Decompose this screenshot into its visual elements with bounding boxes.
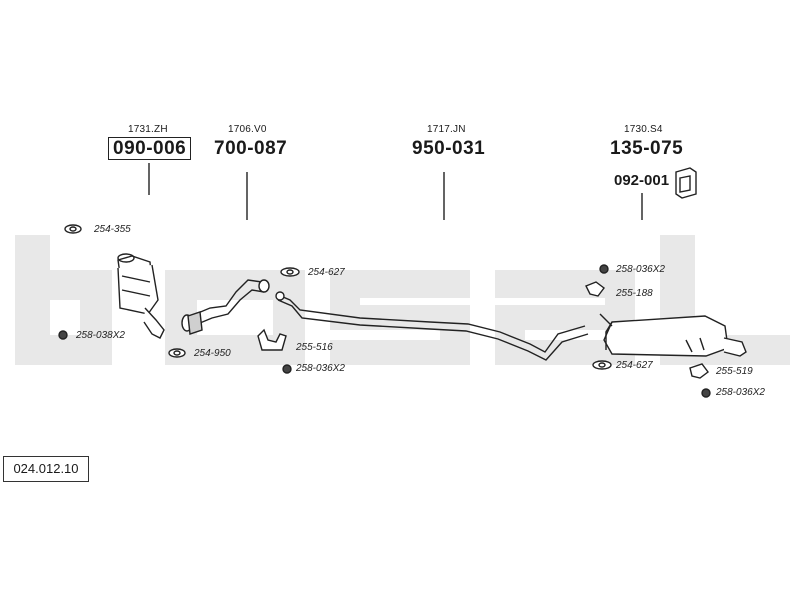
- bracket-part: [675, 167, 697, 199]
- catalytic-converter: [117, 253, 165, 339]
- ref-258-036x2-middle: 258-036X2: [296, 363, 345, 374]
- part-number-catalyst: 090-006: [108, 137, 192, 160]
- ref-254-627-front: 254-627: [308, 267, 345, 278]
- part-number-middle-pipe: 950-031: [412, 138, 486, 159]
- part-number-front-pipe: 700-087: [214, 138, 288, 159]
- nut-icon: [701, 388, 711, 398]
- ref-255-188: 255-188: [616, 288, 653, 299]
- part-number-bracket: 092-001: [614, 172, 670, 189]
- part-code-middle-pipe: 1717.JN: [427, 124, 466, 135]
- ref-254-627-rear: 254-627: [616, 360, 653, 371]
- part-code-catalyst: 1731.ZH: [128, 124, 168, 135]
- hanger-icon: [689, 363, 709, 379]
- part-number-rear-silencer: 135-075: [610, 138, 684, 159]
- nut-icon: [599, 264, 609, 274]
- ref-258-038x2: 258-038X2: [76, 330, 125, 341]
- ref-254-355: 254-355: [94, 224, 131, 235]
- rear-silencer: [599, 313, 747, 357]
- ref-255-516: 255-516: [296, 342, 333, 353]
- hanger-icon: [585, 281, 605, 297]
- gasket-icon: [592, 360, 612, 370]
- hanger-icon: [257, 328, 287, 351]
- ref-254-950: 254-950: [194, 348, 231, 359]
- gasket-icon: [64, 224, 82, 234]
- ref-258-036x2-rear-bottom: 258-036X2: [716, 387, 765, 398]
- nut-icon: [58, 330, 68, 340]
- part-code-rear-silencer: 1730.S4: [624, 124, 663, 135]
- gasket-icon: [168, 348, 186, 358]
- front-pipe: [181, 279, 270, 335]
- nut-icon: [282, 364, 292, 374]
- part-code-front-pipe: 1706.V0: [228, 124, 267, 135]
- gasket-icon: [280, 267, 300, 277]
- middle-pipe: [275, 291, 589, 361]
- ref-255-519: 255-519: [716, 366, 753, 377]
- catalog-number: 024.012.10: [3, 456, 89, 482]
- ref-258-036x2-rear-top: 258-036X2: [616, 264, 665, 275]
